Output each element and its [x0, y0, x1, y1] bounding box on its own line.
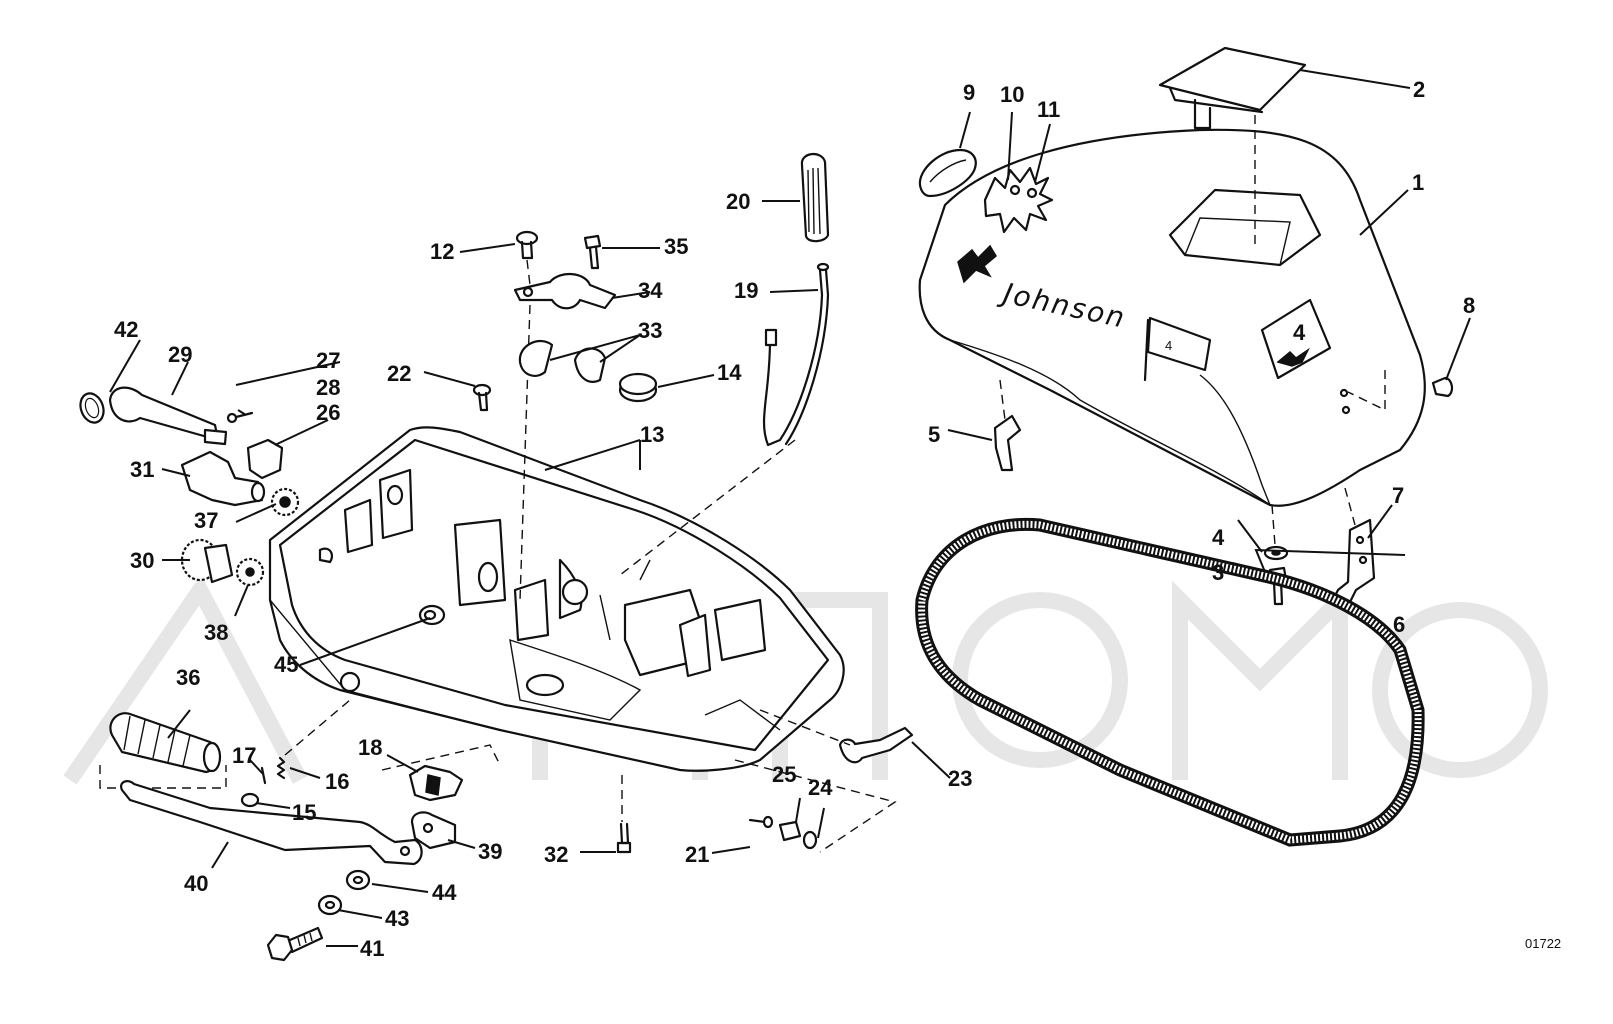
- part-37-gear: [270, 487, 300, 517]
- callout-1: 1: [1412, 170, 1424, 195]
- callout-14: 14: [717, 360, 742, 385]
- badge-small-text: 4: [1165, 338, 1172, 353]
- leader-lines: [109, 69, 1471, 947]
- callout-12: 12: [430, 239, 454, 264]
- callout-7: 7: [1392, 483, 1404, 508]
- part-26-clip: [246, 438, 284, 480]
- callout-2: 2: [1413, 77, 1425, 102]
- callout-35: 35: [664, 234, 688, 259]
- part-5-bracket: [993, 379, 1022, 472]
- part-29-lever: [108, 386, 228, 446]
- part-12-screw: [515, 230, 539, 260]
- callout-26: 26: [316, 400, 340, 425]
- callout-10: 10: [1000, 82, 1024, 107]
- callout-8: 8: [1463, 293, 1475, 318]
- part-36-grip: [109, 712, 222, 774]
- callout-16: 16: [325, 769, 349, 794]
- part-19-line: [762, 262, 830, 447]
- part-35-screw: [583, 234, 602, 270]
- callout-43: 43: [385, 906, 409, 931]
- part-10-gasket: [983, 166, 1054, 234]
- diagram-code: 01722: [1525, 936, 1561, 951]
- part-24-washer: [802, 830, 818, 850]
- callout-45: 45: [274, 652, 298, 677]
- callout-30: 30: [130, 548, 154, 573]
- part-39-bracket: [410, 811, 457, 850]
- part-8-knob: [1431, 376, 1454, 398]
- part-21-screw: [748, 815, 774, 829]
- part-31-housing: [180, 450, 266, 507]
- callout-41: 41: [360, 936, 384, 961]
- callout-39: 39: [478, 839, 502, 864]
- callout-21: 21: [685, 842, 709, 867]
- callout-29: 29: [168, 342, 192, 367]
- part-6-seal: [915, 517, 1425, 847]
- part-28-pin: [226, 411, 254, 424]
- part-7-latch: [1332, 487, 1376, 607]
- callout-22: 22: [387, 361, 411, 386]
- callout-25: 25: [772, 762, 796, 787]
- callout-19: 19: [734, 278, 758, 303]
- callout-labels: 1 2 3 4 5 6 7 8 9 10 11 12 13 14 15 16 1…: [114, 77, 1475, 961]
- part-33-grommets: [518, 339, 607, 383]
- callout-27: 27: [316, 348, 340, 373]
- part-20-grip: [800, 153, 830, 243]
- callout-42: 42: [114, 317, 138, 342]
- part-44-nut: [345, 869, 371, 891]
- part-25-bushing: [778, 820, 802, 842]
- callout-17: 17: [232, 743, 256, 768]
- part-18-bracket: [408, 764, 464, 802]
- part-15-bushing: [240, 792, 260, 808]
- callout-34: 34: [638, 278, 663, 303]
- callout-40: 40: [184, 871, 208, 896]
- hood-badge-small: 4: [1143, 316, 1212, 382]
- part-17-screw: [260, 766, 267, 785]
- callout-13: 13: [640, 422, 664, 447]
- part-41-bolt: [266, 926, 324, 962]
- callout-9: 9: [963, 80, 975, 105]
- callout-32: 32: [544, 842, 568, 867]
- callout-20: 20: [726, 189, 750, 214]
- callout-38: 38: [204, 620, 228, 645]
- part-43-washer: [317, 894, 343, 916]
- part-40-lever: [120, 780, 423, 866]
- callout-3: 3: [1212, 560, 1224, 585]
- johnson-logo-icon: [957, 244, 997, 284]
- callout-5: 5: [928, 422, 940, 447]
- hood-cap: [1158, 46, 1307, 250]
- callout-11: 11: [1037, 97, 1060, 122]
- callout-44: 44: [432, 880, 457, 905]
- part-34-clamp: [513, 273, 617, 310]
- callout-33: 33: [638, 318, 662, 343]
- part-38-gear: [235, 557, 265, 587]
- callout-4: 4: [1212, 525, 1225, 550]
- callout-6: 6: [1393, 612, 1405, 637]
- engine-hood: Johnson 4 4: [918, 128, 1426, 507]
- part-23-link: [838, 726, 914, 764]
- part-32-screw: [616, 775, 632, 854]
- hood-badge-large: 4: [1260, 298, 1332, 380]
- part-16-spring: [276, 756, 286, 780]
- callout-28: 28: [316, 375, 340, 400]
- callout-18: 18: [358, 735, 382, 760]
- part-22-screw: [472, 383, 492, 412]
- badge-large-text: 4: [1293, 320, 1306, 345]
- part-30-gear: [180, 538, 234, 584]
- callout-37: 37: [194, 508, 218, 533]
- part-42-ring: [79, 392, 105, 424]
- part-9-grommet: [918, 148, 977, 198]
- callout-15: 15: [292, 800, 316, 825]
- lower-motor-pan: [268, 426, 845, 772]
- callout-24: 24: [808, 775, 833, 800]
- callout-36: 36: [176, 665, 200, 690]
- callout-31: 31: [130, 457, 154, 482]
- part-14-bushing: [618, 372, 658, 403]
- callout-23: 23: [948, 766, 972, 791]
